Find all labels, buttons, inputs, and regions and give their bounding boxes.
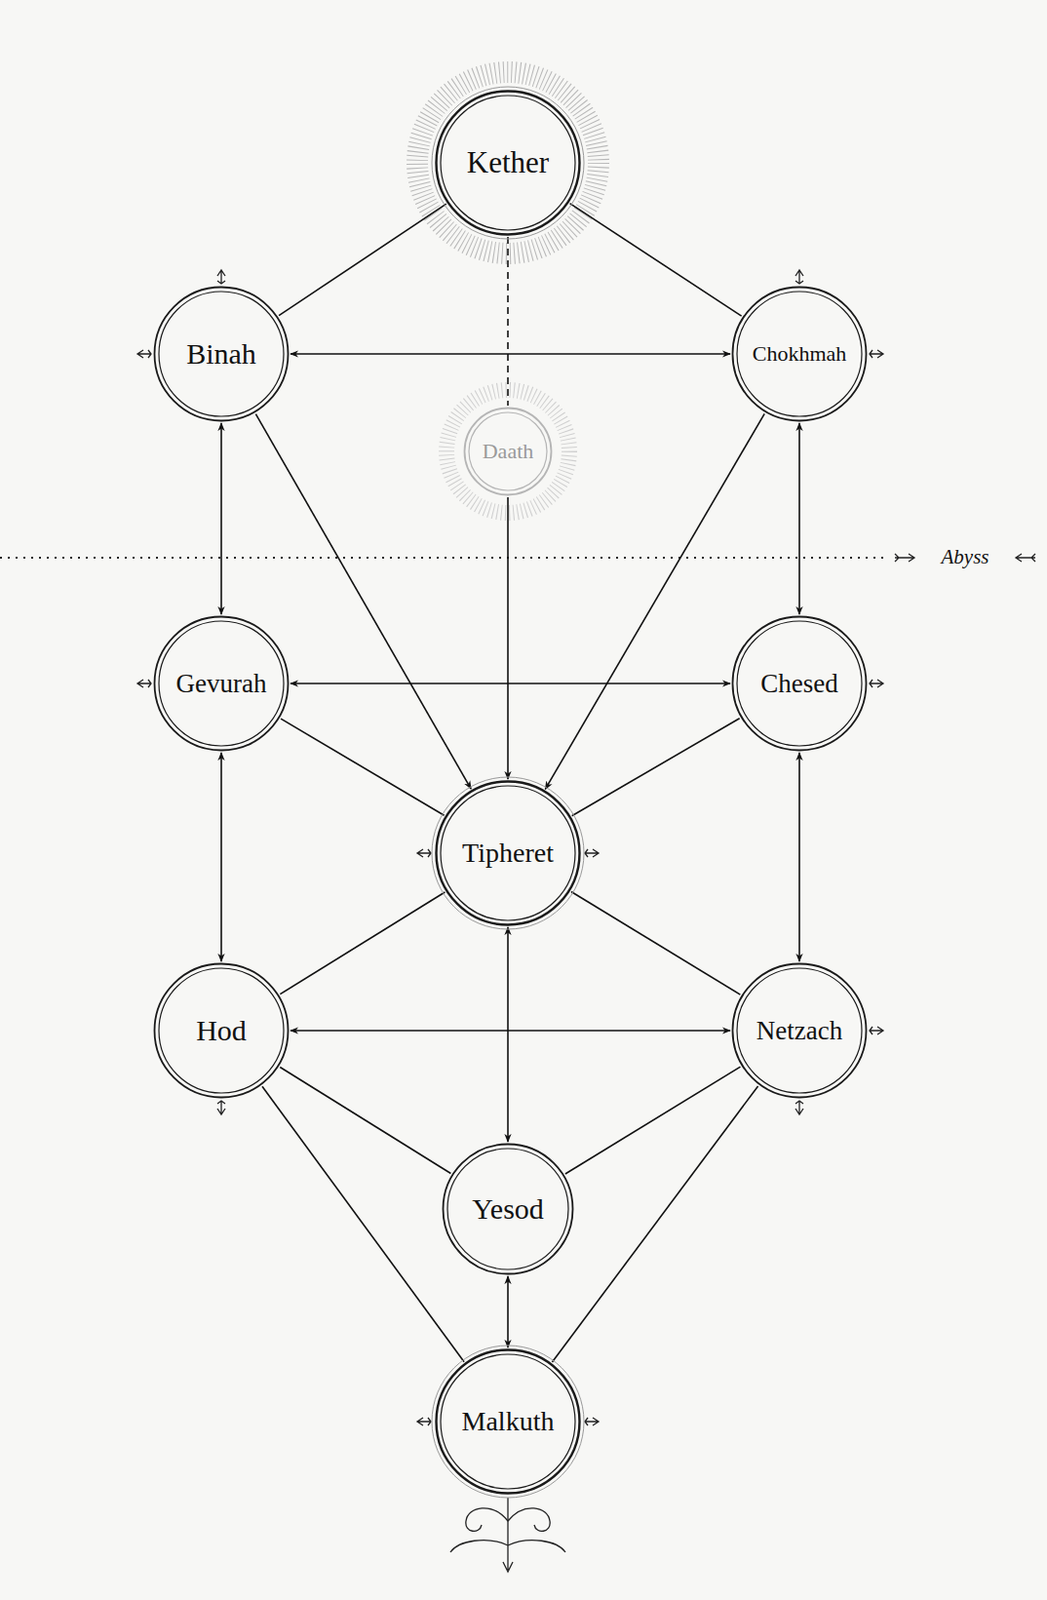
path-connector bbox=[290, 352, 731, 355]
path-connector bbox=[551, 1085, 758, 1362]
sephirah-circle: Gevurah bbox=[153, 615, 290, 752]
sephirah-name: Kether bbox=[466, 145, 549, 181]
sephirah-circle: Yesod bbox=[441, 1142, 575, 1276]
path-connector bbox=[280, 718, 444, 815]
sephirah-circle: Chokhmah bbox=[731, 285, 868, 423]
path-connector bbox=[290, 1029, 731, 1032]
sephirah-name: Binah bbox=[186, 337, 257, 371]
sephirah-circle: Tipheret bbox=[434, 779, 582, 927]
sephirah-circle: Chesed bbox=[731, 615, 868, 752]
sephirah-name: Yesod bbox=[471, 1192, 544, 1226]
sephirah-circle: Daath bbox=[463, 406, 553, 497]
path-connector bbox=[798, 752, 801, 962]
sephirah-name: Malkuth bbox=[462, 1405, 555, 1437]
path-connector bbox=[571, 891, 740, 996]
path-connector bbox=[506, 927, 509, 1142]
sephirah-name: Netzach bbox=[756, 1015, 843, 1047]
path-connector bbox=[565, 1066, 741, 1174]
path-connector bbox=[798, 423, 801, 615]
path-connector bbox=[506, 236, 509, 406]
daath-rays bbox=[446, 389, 570, 513]
fleurons bbox=[137, 270, 884, 1572]
sephirah-circle: Binah bbox=[153, 285, 290, 423]
path-connector bbox=[262, 1085, 465, 1361]
path-connector bbox=[220, 752, 223, 962]
sephirah-circle: Hod bbox=[153, 962, 290, 1099]
sephirah-name: Hod bbox=[195, 1013, 247, 1047]
path-connector bbox=[506, 497, 509, 779]
path-connector bbox=[279, 1067, 451, 1174]
path-connector bbox=[255, 414, 471, 790]
path-connector bbox=[278, 203, 447, 315]
path-connector bbox=[572, 718, 740, 816]
path-connector bbox=[290, 682, 731, 685]
sephirah-circle: Netzach bbox=[731, 962, 868, 1099]
sephirah-circle: Kether bbox=[434, 89, 582, 236]
path-connector bbox=[220, 423, 223, 615]
path-connector bbox=[570, 203, 742, 316]
sephirah-name: Chokhmah bbox=[752, 341, 848, 367]
path-connector bbox=[506, 1276, 509, 1348]
path-connector bbox=[544, 413, 765, 789]
sephirah-name: Daath bbox=[482, 438, 535, 465]
sephirah-circle: Malkuth bbox=[434, 1348, 582, 1495]
sephirah-name: Chesed bbox=[760, 668, 838, 699]
sephirah-name: Tipheret bbox=[462, 837, 554, 869]
abyss-label: Abyss bbox=[938, 544, 993, 570]
path-connector bbox=[279, 891, 445, 995]
sephirah-name: Gevurah bbox=[176, 668, 268, 699]
kether-rays bbox=[417, 72, 599, 254]
abyss-line bbox=[0, 556, 888, 559]
